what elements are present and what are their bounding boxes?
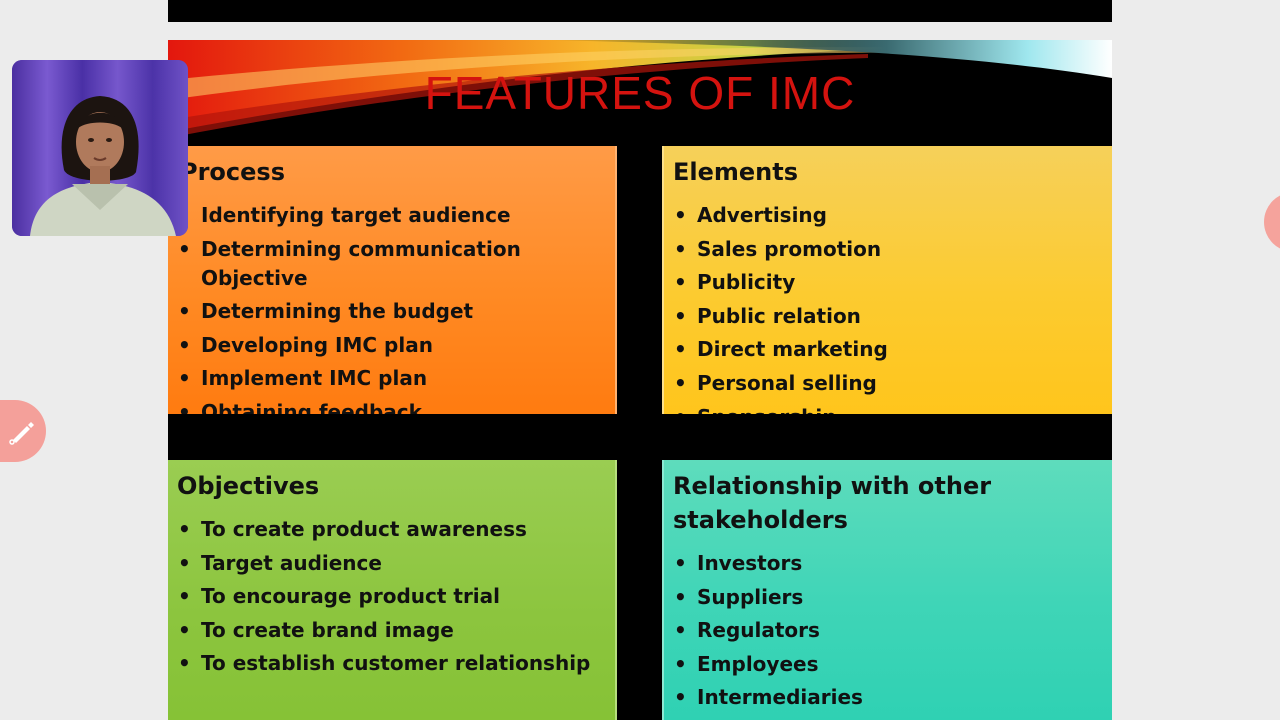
objectives-list: To create product awareness Target audie… (178, 515, 598, 683)
list-item: To create brand image (178, 616, 598, 645)
top-black-bar (168, 0, 1112, 22)
list-item: Determining communication Objective (178, 235, 598, 293)
list-item: To establish customer relationship (178, 649, 598, 678)
list-item: Obtaining feedback (178, 398, 598, 414)
list-item: To create product awareness (178, 515, 598, 544)
list-item: Intermediaries (674, 683, 1094, 712)
slide-banner: FEATURES OF IMC (168, 40, 1112, 148)
list-item: Suppliers (674, 583, 1094, 612)
list-item: Implement IMC plan (178, 364, 598, 393)
list-item: Determining the budget (178, 297, 598, 326)
presenter-video-icon (12, 60, 188, 236)
list-item: Publicity (674, 268, 1094, 297)
list-item: Identifying target audience (178, 201, 598, 230)
objectives-box: Objectives To create product awareness T… (168, 460, 617, 720)
process-heading: Process (180, 158, 285, 186)
list-item: Investors (674, 549, 1094, 578)
banner-swoosh-graphic (168, 40, 1112, 148)
relationship-box: Relationship with other stakeholders Inv… (662, 460, 1112, 720)
list-item: Sales promotion (674, 235, 1094, 264)
process-box: Process Identifying target audience Dete… (168, 146, 617, 414)
list-item: Developing IMC plan (178, 331, 598, 360)
presenter-webcam[interactable] (12, 60, 188, 236)
relationship-heading: Relationship with other stakeholders (673, 472, 992, 534)
pen-tool-button[interactable] (0, 400, 46, 462)
list-item: Employees (674, 650, 1094, 679)
slide-title: FEATURES OF IMC (424, 67, 856, 119)
objectives-heading: Objectives (177, 472, 320, 500)
list-item: Public relation (674, 302, 1094, 331)
list-item: Personal selling (674, 369, 1094, 398)
elements-heading: Elements (673, 158, 799, 186)
list-item: Direct marketing (674, 335, 1094, 364)
elements-list: Advertising Sales promotion Publicity Pu… (674, 201, 1094, 414)
pen-icon (9, 422, 34, 445)
list-item: Regulators (674, 616, 1094, 645)
process-list: Identifying target audience Determining … (178, 201, 598, 414)
relationship-list: Investors Suppliers Regulators Employees… (674, 549, 1094, 717)
list-item: Sponsorship (674, 403, 1094, 414)
list-item: To encourage product trial (178, 582, 598, 611)
elements-box: Elements Advertising Sales promotion Pub… (662, 146, 1112, 414)
list-item: Advertising (674, 201, 1094, 230)
list-item: Target audience (178, 549, 598, 578)
side-panel-tab[interactable] (1264, 192, 1280, 252)
presentation-slide: FEATURES OF IMC Process Identifying targ… (168, 40, 1112, 720)
